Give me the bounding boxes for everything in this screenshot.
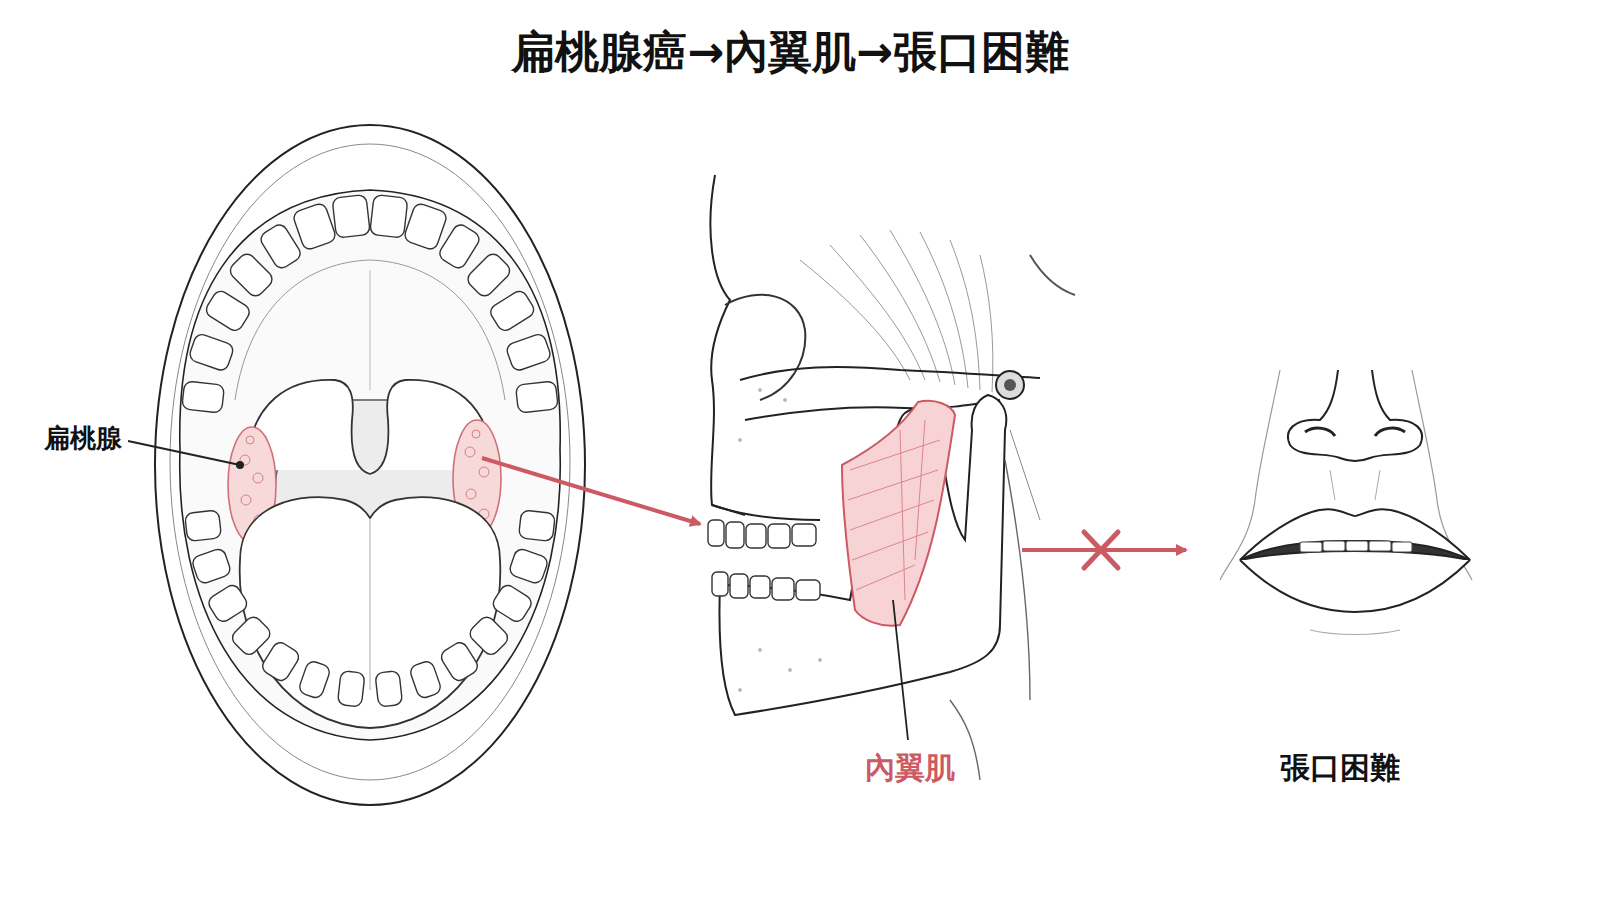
diagram-title: 扁桃腺癌→內翼肌→張口困難 (511, 23, 1069, 82)
tooth (229, 614, 273, 658)
tooth (260, 640, 302, 684)
tooth (191, 547, 232, 585)
tooth (185, 510, 222, 542)
open-mouth (155, 125, 585, 805)
tooth (292, 202, 337, 251)
spread-arrow (482, 458, 700, 524)
tooth (439, 640, 481, 684)
leader-line (893, 600, 908, 740)
tooth (467, 614, 511, 658)
tooth (505, 332, 552, 372)
tooth (206, 583, 250, 625)
tooth (227, 251, 275, 299)
tooth (403, 202, 448, 251)
tooth (515, 381, 558, 413)
tooth (188, 332, 235, 372)
skull-side-view (708, 175, 1075, 780)
face-lower (1220, 370, 1472, 635)
tooth (375, 671, 403, 707)
tooth (518, 510, 555, 542)
tooth (182, 381, 225, 413)
blocked-arrow (1022, 532, 1186, 568)
tooth (488, 288, 537, 333)
tooth (465, 251, 513, 299)
tooth (437, 222, 482, 271)
tooth (508, 547, 549, 585)
tooth (337, 671, 365, 707)
tooth (332, 195, 370, 239)
part-label: 扁桃腺 (44, 421, 122, 456)
tooth (409, 660, 443, 700)
leader-line (128, 441, 240, 465)
tooth (258, 222, 303, 271)
leader-dot (236, 461, 244, 469)
tooth (203, 288, 252, 333)
tooth (298, 660, 332, 700)
result-label: 張口困難 (1280, 748, 1400, 789)
tooth (490, 583, 534, 625)
part-label: 內翼肌 (865, 748, 955, 789)
tooth (370, 195, 408, 239)
